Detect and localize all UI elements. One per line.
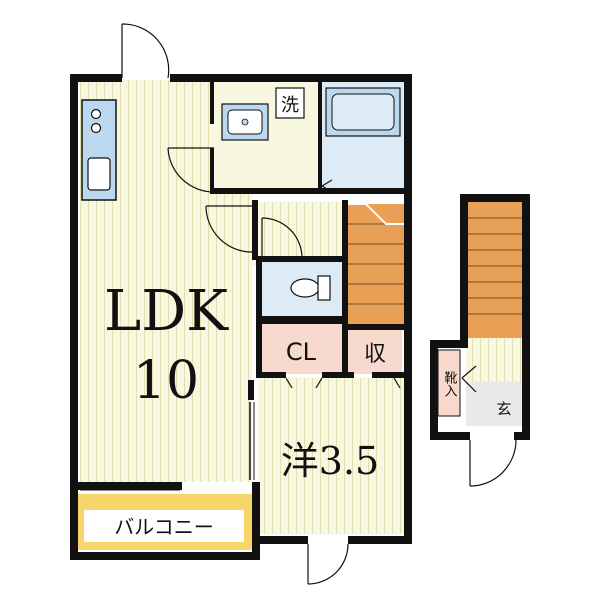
- laundry-box: [275, 87, 305, 119]
- entrance-unit: 靴入 玄: [430, 194, 530, 487]
- toilet: [290, 275, 331, 301]
- upper-stairs-floor: [466, 202, 522, 338]
- balcony-window[interactable]: [80, 485, 180, 491]
- ldk-label: LDK: [104, 279, 229, 344]
- closet-label: CL: [286, 338, 317, 366]
- storage-label: 収: [364, 342, 386, 367]
- laundry-label: 洗: [281, 95, 299, 116]
- entrance-label: 玄: [496, 400, 511, 418]
- walls: [70, 74, 412, 560]
- sliding-door[interactable]: [249, 402, 255, 480]
- storage-floor: [348, 330, 402, 374]
- kitchen-counter: [81, 99, 117, 201]
- balcony-label: バルコニー: [114, 515, 214, 539]
- genkan-floor: [466, 382, 522, 426]
- door-swings: [121, 23, 401, 585]
- stairs: [348, 203, 404, 324]
- entry-hall-floor: [466, 338, 522, 382]
- western-room-label: 洋3.5: [281, 439, 379, 483]
- hallway-floor: [252, 202, 348, 266]
- washbasin: [221, 103, 269, 141]
- closet-floor: [262, 324, 342, 374]
- bathtub: [325, 87, 401, 137]
- shoe-box-label: 靴入: [442, 371, 458, 397]
- western-room-floor: [258, 378, 404, 534]
- ldk-size-label: 10: [133, 351, 199, 411]
- main-unit: LDK 10 洋3.5 CL 収 バルコニー 洗: [70, 23, 412, 585]
